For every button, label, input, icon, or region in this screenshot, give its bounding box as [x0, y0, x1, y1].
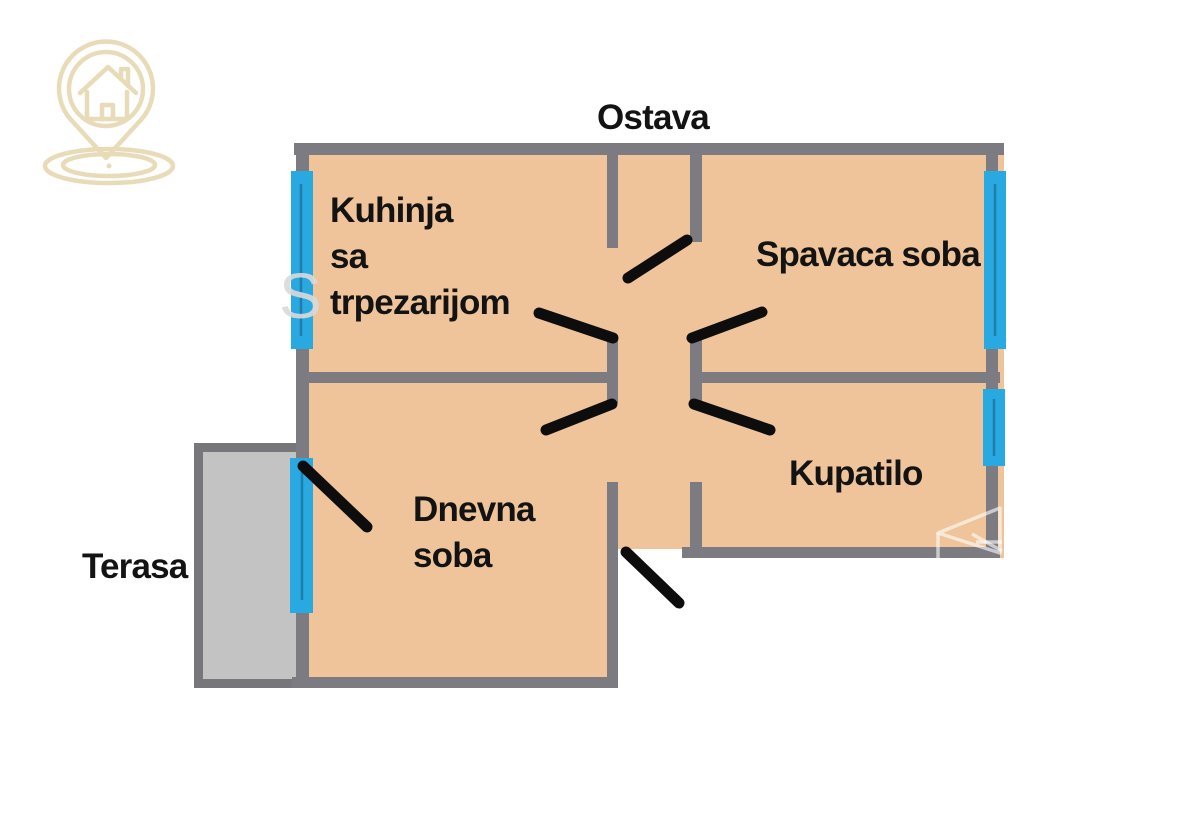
pin-ground-ellipse-outer — [42, 146, 176, 186]
house-body — [84, 89, 130, 122]
windows — [290, 171, 1006, 613]
label-kuhinja-line1: Kuhinja — [330, 191, 454, 230]
wall-corridor-left — [607, 482, 618, 688]
door-swings — [297, 234, 776, 609]
wall-living-bottom — [292, 677, 618, 688]
label-spavaca-soba: Spavaca soba — [756, 235, 981, 274]
terrace-area — [194, 443, 306, 688]
corner-house-watermark-icon — [936, 506, 1003, 558]
bathroom-window — [983, 389, 1005, 466]
wall-storage-right — [690, 155, 702, 242]
label-kuhinja-line2: sa — [330, 237, 368, 276]
label-ostava: Ostava — [597, 98, 710, 137]
bedroom-door-swing — [686, 306, 768, 344]
pin-inner-circle — [66, 49, 146, 129]
letter-watermark: S — [279, 260, 322, 332]
wall-top — [294, 143, 1004, 155]
wall-hall-stub-left — [607, 338, 618, 403]
house-door — [99, 102, 116, 122]
wall-kitchen-living-divider — [296, 372, 618, 383]
house-chimney — [118, 66, 131, 89]
terrace-door-swing — [297, 460, 373, 533]
pin-ground-ellipse-inner — [60, 151, 158, 179]
pin-ground-dot — [106, 163, 112, 169]
bathroom-door-swing — [688, 398, 776, 436]
wall-bath-bottom — [682, 547, 1000, 558]
window-mullions — [299, 184, 997, 600]
label-terasa: Terasa — [82, 547, 188, 586]
label-dnevna-line1: Dnevna — [413, 490, 535, 529]
label-kuhinja: Kuhinja sa trpezarijom — [330, 188, 511, 326]
watermark-roof — [936, 506, 1002, 555]
wall-bedroom-bath-divider — [690, 372, 1000, 383]
house-location-pin-icon — [42, 39, 176, 186]
terrace-door-window — [290, 458, 313, 613]
label-dnevna-soba: Dnevna soba — [413, 487, 535, 579]
storage-door-swing — [622, 234, 693, 284]
living-door-swing — [540, 398, 618, 436]
kitchen-door-swing — [533, 307, 619, 344]
label-kupatilo: Kupatilo — [789, 454, 923, 493]
bedroom-window — [984, 171, 1006, 349]
wall-corridor-right — [690, 482, 702, 558]
kitchen-window — [291, 171, 313, 349]
entrance-door-swing — [620, 546, 685, 609]
wall-hall-stub-right — [690, 338, 702, 403]
wall-storage-left — [607, 155, 618, 248]
terrace-floor — [203, 452, 298, 679]
pin-outline — [56, 39, 156, 161]
label-dnevna-line2: soba — [413, 536, 492, 575]
label-kuhinja-line3: trpezarijom — [330, 283, 511, 322]
